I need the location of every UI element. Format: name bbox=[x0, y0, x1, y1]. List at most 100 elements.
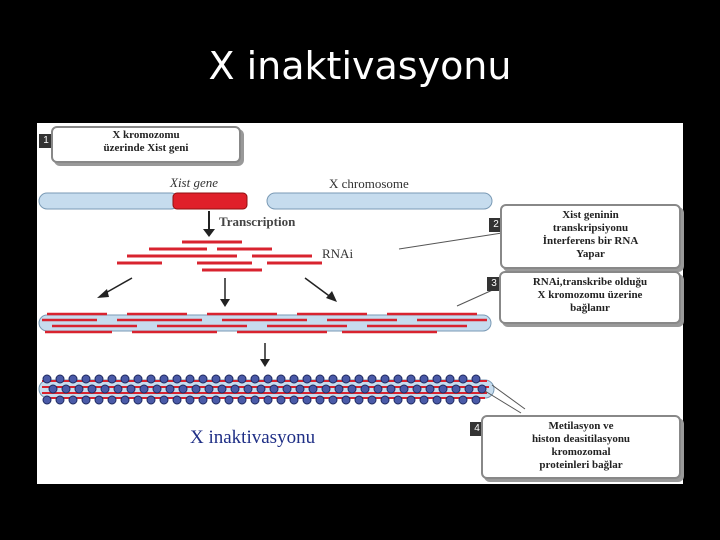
callout-2-line-2: transkripsiyonu bbox=[552, 222, 629, 234]
protein-dot bbox=[48, 384, 58, 394]
callout-1-line-1: X kromozomu bbox=[112, 129, 180, 141]
step-number-3: 3 bbox=[487, 277, 501, 291]
protein-dot bbox=[185, 395, 195, 405]
protein-dot bbox=[61, 384, 71, 394]
diagram-caption: X inaktivasyonu bbox=[190, 427, 316, 448]
protein-dot bbox=[412, 384, 422, 394]
protein-dot bbox=[360, 384, 370, 394]
protein-dot bbox=[224, 395, 234, 405]
protein-dot bbox=[373, 384, 383, 394]
callout-3-line-1: RNAi,transkribe olduğu bbox=[532, 276, 648, 288]
protein-dot bbox=[419, 374, 429, 384]
protein-dot bbox=[445, 374, 455, 384]
protein-dot bbox=[198, 374, 208, 384]
protein-dot bbox=[341, 374, 351, 384]
protein-dot bbox=[380, 374, 390, 384]
callout-2-line-4: Yapar bbox=[576, 248, 605, 260]
protein-dot bbox=[230, 384, 240, 394]
protein-dot bbox=[328, 395, 338, 405]
xist-diagram: Xist gene X chromosome Transcription RNA… bbox=[37, 123, 683, 484]
protein-dot bbox=[120, 374, 130, 384]
protein-dot bbox=[133, 374, 143, 384]
protein-dot bbox=[451, 384, 461, 394]
protein-dot bbox=[146, 395, 156, 405]
protein-dot bbox=[185, 374, 195, 384]
callout-4: Metilasyon ve histon deasitilasyonu krom… bbox=[481, 415, 681, 479]
protein-dot bbox=[146, 374, 156, 384]
protein-dot bbox=[81, 374, 91, 384]
protein-dot bbox=[250, 374, 260, 384]
callout-2: Xist geninin transkripsiyonu İnterferens… bbox=[500, 204, 681, 269]
protein-dot bbox=[191, 384, 201, 394]
protein-dot bbox=[74, 384, 84, 394]
protein-dot bbox=[55, 374, 65, 384]
protein-dot bbox=[354, 395, 364, 405]
protein-dot bbox=[42, 395, 52, 405]
pointer-2 bbox=[398, 232, 503, 250]
protein-dot bbox=[458, 374, 468, 384]
rna-coated-chromosome bbox=[38, 314, 492, 332]
protein-dot bbox=[165, 384, 175, 394]
protein-dot bbox=[282, 384, 292, 394]
callout-4-line-1: Metilasyon ve bbox=[548, 420, 614, 432]
protein-dot bbox=[42, 374, 52, 384]
rna-label: RNAi bbox=[322, 246, 354, 261]
x-chromosome-right bbox=[266, 192, 493, 210]
protein-dot bbox=[217, 384, 227, 394]
rna-strands bbox=[117, 240, 322, 272]
protein-dot bbox=[471, 395, 481, 405]
protein-dot bbox=[295, 384, 305, 394]
protein-dot bbox=[224, 374, 234, 384]
protein-dot bbox=[113, 384, 123, 394]
protein-dot bbox=[237, 374, 247, 384]
protein-dot bbox=[178, 384, 188, 394]
protein-dot bbox=[367, 395, 377, 405]
callout-4-line-2: histon deasitilasyonu bbox=[531, 433, 631, 445]
xist-gene-label: Xist gene bbox=[170, 175, 219, 190]
x-chromosome-left bbox=[38, 192, 180, 210]
protein-dot bbox=[464, 384, 474, 394]
protein-dot bbox=[458, 395, 468, 405]
protein-dot bbox=[152, 384, 162, 394]
arrow-right bbox=[304, 277, 333, 299]
protein-dot bbox=[399, 384, 409, 394]
protein-dot bbox=[211, 395, 221, 405]
protein-dot bbox=[107, 374, 117, 384]
protein-dot bbox=[68, 374, 78, 384]
protein-dot bbox=[289, 374, 299, 384]
callout-2-line-1: Xist geninin bbox=[562, 209, 619, 221]
protein-dot bbox=[406, 395, 416, 405]
protein-dot bbox=[120, 395, 130, 405]
callout-4-line-3: kromozomal bbox=[551, 446, 611, 458]
protein-dot bbox=[263, 395, 273, 405]
protein-dot bbox=[406, 374, 416, 384]
callout-1: X kromozomu üzerinde Xist geni bbox=[51, 126, 241, 163]
protein-dot bbox=[328, 374, 338, 384]
slide-title: X inaktivasyonu bbox=[208, 44, 512, 88]
protein-dot bbox=[445, 395, 455, 405]
step-number-1: 1 bbox=[39, 134, 53, 148]
protein-dot bbox=[438, 384, 448, 394]
protein-dot bbox=[100, 384, 110, 394]
protein-dot bbox=[263, 374, 273, 384]
protein-dot bbox=[81, 395, 91, 405]
protein-dot bbox=[302, 374, 312, 384]
protein-dot bbox=[243, 384, 253, 394]
protein-dot bbox=[139, 384, 149, 394]
callout-2-line-3: İnterferens bir RNA bbox=[542, 235, 639, 247]
protein-dot bbox=[425, 384, 435, 394]
protein-dot bbox=[94, 374, 104, 384]
protein-dot bbox=[68, 395, 78, 405]
protein-dot bbox=[204, 384, 214, 394]
protein-dot bbox=[159, 395, 169, 405]
diagram-drawing bbox=[38, 192, 526, 414]
protein-dot bbox=[315, 374, 325, 384]
protein-dot bbox=[302, 395, 312, 405]
xist-gene bbox=[172, 192, 248, 210]
step-number-2: 2 bbox=[489, 218, 503, 232]
callout-1-line-2: üzerinde Xist geni bbox=[103, 142, 189, 154]
protein-dot bbox=[393, 374, 403, 384]
protein-dot bbox=[94, 395, 104, 405]
protein-dot bbox=[211, 374, 221, 384]
protein-dot bbox=[172, 395, 182, 405]
